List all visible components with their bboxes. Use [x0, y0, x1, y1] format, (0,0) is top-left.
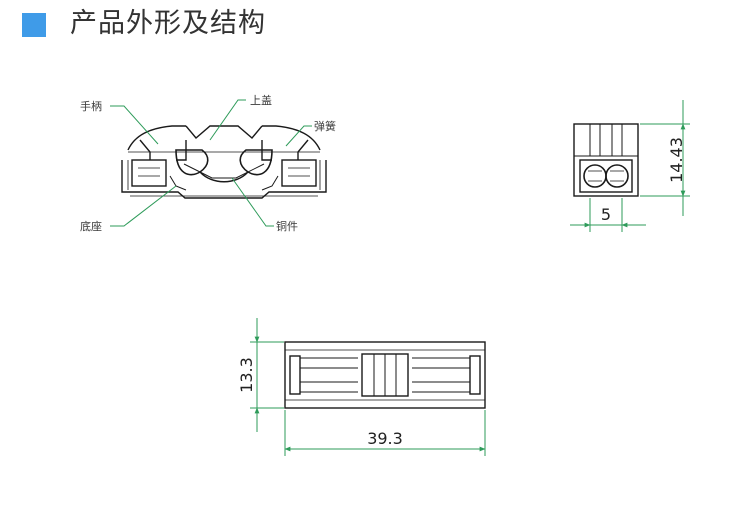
top-view	[284, 341, 486, 409]
label-handle: 手柄	[80, 99, 102, 113]
side-dimension-lines	[570, 100, 690, 232]
side-view	[573, 123, 639, 197]
label-cover: 上盖	[250, 93, 272, 107]
dim-top-length: 39.3	[367, 429, 403, 448]
dim-side-width: 5	[601, 205, 611, 224]
dim-side-height: 14.43	[667, 137, 686, 183]
top-dimension-lines	[250, 318, 486, 456]
label-copper: 铜件	[276, 219, 298, 233]
dim-top-height: 13.3	[237, 357, 256, 393]
leader-lines	[110, 99, 312, 227]
label-spring: 弹簧	[314, 119, 336, 133]
title-marker	[22, 13, 46, 37]
label-base: 底座	[80, 219, 102, 233]
page-title: 产品外形及结构	[70, 8, 266, 39]
front-section-view	[121, 125, 327, 199]
